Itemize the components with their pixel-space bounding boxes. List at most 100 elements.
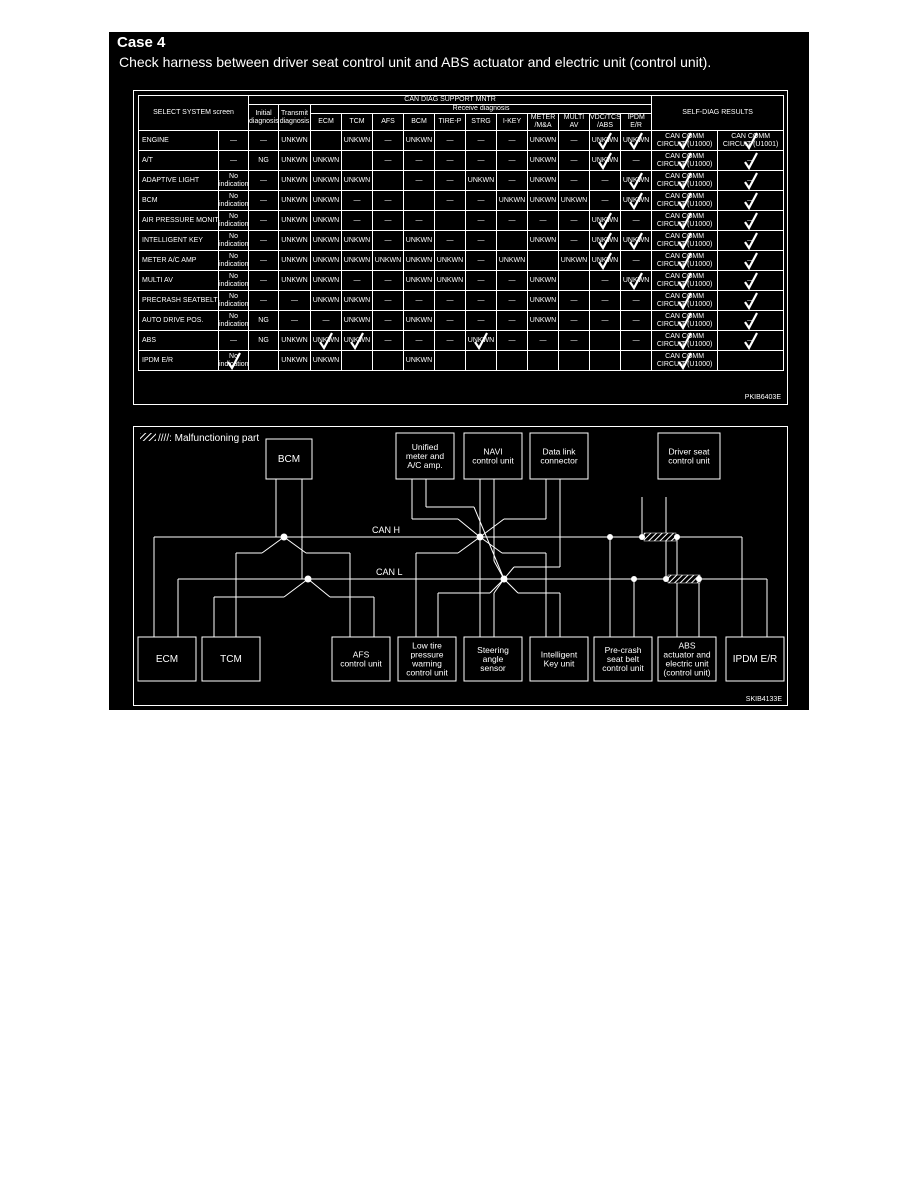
receive-cell: UNKWN — [403, 250, 436, 271]
receive-cell: — — [558, 130, 591, 151]
receive-cell — [496, 230, 529, 251]
initial-cell: NG — [248, 310, 280, 331]
self-diag-result-1: CAN COMM CIRCUIT (U1000) — [651, 270, 719, 291]
system-name: AUTO DRIVE POS. — [138, 310, 219, 331]
receive-column-header: TIRE-P — [434, 113, 467, 131]
check-mark-icon — [629, 271, 644, 290]
check-mark-icon — [743, 291, 758, 310]
transmit-cell: UNKWN — [278, 130, 312, 151]
receive-cell: — — [558, 330, 591, 351]
check-mark-icon — [598, 251, 612, 270]
receive-cell: UNKWN — [341, 170, 374, 191]
check-mark-icon — [743, 231, 758, 250]
self-diag-text: — — [747, 316, 755, 324]
receive-cell: — — [434, 310, 467, 331]
node-label: control unit — [406, 668, 448, 678]
receive-cell: — — [558, 170, 591, 191]
check-mark-icon — [598, 131, 612, 150]
transmit-cell: UNKWN — [278, 250, 312, 271]
receive-cell: — — [496, 290, 529, 311]
select-cell: No indication — [217, 290, 250, 311]
receive-cell: UNKWN — [527, 290, 560, 311]
cell-value: UNKWN — [591, 256, 619, 264]
node-label: control unit — [602, 663, 644, 673]
node-label: control unit — [340, 659, 382, 669]
self-diag-result-2: — — [717, 290, 785, 311]
receive-cell: UNKWN — [372, 250, 405, 271]
receive-cell: — — [496, 330, 529, 351]
receive-cell: UNKWN — [341, 290, 374, 311]
system-name: ADAPTIVE LIGHT — [138, 170, 219, 191]
system-name: INTELLIGENT KEY — [138, 230, 219, 251]
self-diag-result-2: — — [717, 270, 785, 291]
receive-cell: UNKWN — [310, 150, 343, 171]
system-name: METER A/C AMP — [138, 250, 219, 271]
receive-cell: UNKWN — [403, 130, 436, 151]
receive-diagnosis-header: Receive diagnosis — [310, 104, 653, 114]
legend-text: ////: Malfunctioning part — [158, 433, 259, 444]
check-mark-icon — [677, 251, 692, 270]
receive-cell: — — [372, 330, 405, 351]
cell-value: UNKWN — [622, 276, 650, 284]
cell-value: UNKWN — [591, 236, 619, 244]
system-name: BCM — [138, 190, 219, 211]
receive-cell: — — [465, 230, 498, 251]
self-diag-text: — — [747, 176, 755, 184]
check-mark-icon — [743, 311, 758, 330]
receive-cell: — — [558, 290, 591, 311]
receive-cell — [434, 350, 467, 371]
receive-cell: UNKWN — [310, 250, 343, 271]
receive-cell: — — [434, 170, 467, 191]
node-label: BCM — [278, 454, 300, 465]
receive-cell — [310, 130, 343, 151]
check-mark-icon — [743, 131, 758, 150]
select-cell: No indication — [217, 190, 250, 211]
receive-cell: UNKWN — [341, 230, 374, 251]
receive-cell: UNKWN — [527, 130, 560, 151]
receive-cell: UNKWN — [403, 270, 436, 291]
cell-value: UNKWN — [312, 336, 340, 344]
check-mark-icon — [743, 251, 758, 270]
self-diag-result-2: — — [717, 170, 785, 191]
node-label: Driver seat — [668, 447, 710, 457]
receive-cell: — — [465, 310, 498, 331]
receive-column-header: ECM — [310, 113, 343, 131]
self-diag-result-1: CAN COMM CIRCUIT (U1000) — [651, 310, 719, 331]
receive-cell: UNKWN — [589, 150, 622, 171]
receive-cell — [465, 350, 498, 371]
select-cell: No indication — [217, 350, 250, 371]
receive-cell: — — [496, 270, 529, 291]
initial-cell: — — [248, 130, 280, 151]
self-diag-result-2: — — [717, 310, 785, 331]
initial-cell: — — [248, 170, 280, 191]
receive-cell: — — [620, 290, 653, 311]
receive-cell: — — [496, 150, 529, 171]
node-label: meter and — [406, 451, 445, 461]
cell-value: UNKWN — [622, 236, 650, 244]
receive-cell: — — [465, 150, 498, 171]
receive-cell: — — [465, 210, 498, 231]
node-label: warning — [411, 659, 442, 669]
table-row: AIR PRESSURE MONITORNo indication—UNKWNU… — [138, 210, 785, 231]
receive-cell — [496, 350, 529, 371]
select-cell: — — [217, 130, 250, 151]
receive-cell: UNKWN — [527, 170, 560, 191]
check-mark-icon — [743, 171, 758, 190]
self-diag-result-2: CAN COMM CIRCUIT (U1001) — [717, 130, 785, 151]
self-diag-result-1: CAN COMM CIRCUIT (U1000) — [651, 250, 719, 271]
receive-cell: UNKWN — [310, 270, 343, 291]
system-name: MULTI AV — [138, 270, 219, 291]
receive-cell: — — [434, 130, 467, 151]
receive-cell: UNKWN — [527, 310, 560, 331]
node-label: actuator and — [663, 650, 711, 660]
receive-cell: — — [434, 330, 467, 351]
node-label: NAVI — [483, 447, 502, 457]
check-mark-icon — [598, 211, 612, 230]
receive-cell: — — [558, 230, 591, 251]
receive-cell: — — [558, 150, 591, 171]
receive-cell — [558, 270, 591, 291]
